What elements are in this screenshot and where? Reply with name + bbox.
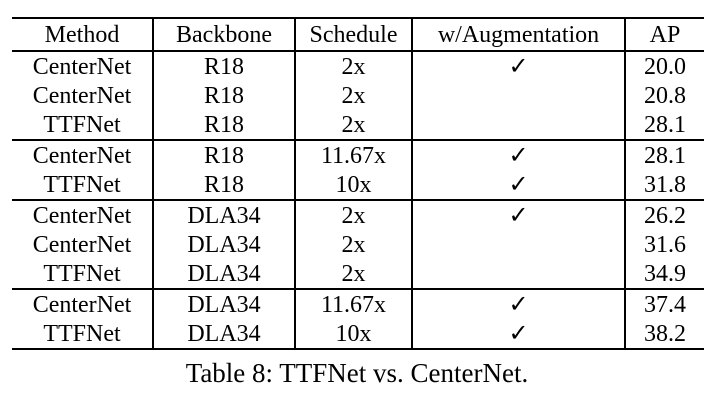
cell-backbone: R18 <box>153 51 296 81</box>
table-row: CenterNet R18 11.67x ✓ 28.1 <box>12 140 704 170</box>
table-row: TTFNet DLA34 2x 34.9 <box>12 259 704 289</box>
table-row: TTFNet R18 2x 28.1 <box>12 110 704 140</box>
cell-method: TTFNet <box>12 259 154 289</box>
column-header-ap: AP <box>649 21 681 48</box>
cell-ap: 31.6 <box>644 231 686 258</box>
cell-ap: 28.1 <box>644 142 686 169</box>
cell-backbone: R18 <box>153 140 296 170</box>
cell-augmentation-checkmark: ✓ <box>412 170 626 200</box>
column-header-augmentation: w/Augmentation <box>412 18 626 51</box>
column-header-schedule: Schedule <box>295 18 413 51</box>
cell-schedule: 10x <box>295 170 413 200</box>
cell-augmentation-checkmark <box>412 259 626 289</box>
cell-schedule: 11.67x <box>295 289 413 319</box>
cell-method: CenterNet <box>12 140 154 170</box>
cell-ap: 38.2 <box>644 320 686 347</box>
cell-method: TTFNet <box>12 110 154 140</box>
column-header-backbone: Backbone <box>153 18 296 51</box>
cell-augmentation-checkmark: ✓ <box>412 289 626 319</box>
table-row: TTFNet DLA34 10x ✓ 38.2 <box>12 319 704 349</box>
cell-ap: 20.8 <box>644 82 686 109</box>
cell-augmentation-checkmark <box>412 81 626 110</box>
cell-schedule: 2x <box>295 230 413 259</box>
cell-backbone: DLA34 <box>153 319 296 349</box>
cell-backbone: DLA34 <box>153 259 296 289</box>
cell-schedule: 2x <box>295 51 413 81</box>
column-header-method: Method <box>12 18 154 51</box>
cell-augmentation-checkmark: ✓ <box>412 200 626 230</box>
cell-schedule: 2x <box>295 200 413 230</box>
cell-augmentation-checkmark: ✓ <box>412 140 626 170</box>
cell-ap: 26.2 <box>644 202 686 229</box>
cell-augmentation-checkmark <box>412 230 626 259</box>
cell-ap: 37.4 <box>644 291 686 318</box>
table-row: CenterNet DLA34 2x 31.6 <box>12 230 704 259</box>
cell-method: CenterNet <box>12 289 154 319</box>
cell-backbone: DLA34 <box>153 289 296 319</box>
cell-backbone: DLA34 <box>153 200 296 230</box>
table-row: CenterNet DLA34 2x ✓ 26.2 <box>12 200 704 230</box>
cell-backbone: R18 <box>153 170 296 200</box>
cell-schedule: 2x <box>295 110 413 140</box>
table-row: TTFNet R18 10x ✓ 31.8 <box>12 170 704 200</box>
table-caption: Table 8: TTFNet vs. CenterNet. <box>185 358 529 388</box>
cell-augmentation-checkmark <box>412 110 626 140</box>
cell-schedule: 2x <box>295 81 413 110</box>
cell-method: TTFNet <box>12 170 154 200</box>
cell-augmentation-checkmark: ✓ <box>412 51 626 81</box>
cell-backbone: R18 <box>153 110 296 140</box>
cell-schedule: 11.67x <box>295 140 413 170</box>
cell-augmentation-checkmark: ✓ <box>412 319 626 349</box>
cell-schedule: 2x <box>295 259 413 289</box>
cell-method: CenterNet <box>12 51 154 81</box>
table-header-row: Method Backbone Schedule w/Augmentation … <box>12 18 704 51</box>
cell-schedule: 10x <box>295 319 413 349</box>
cell-method: CenterNet <box>12 200 154 230</box>
cell-ap: 34.9 <box>644 260 686 287</box>
table-row: CenterNet DLA34 11.67x ✓ 37.4 <box>12 289 704 319</box>
cell-method: CenterNet <box>12 230 154 259</box>
results-table: Method Backbone Schedule w/Augmentation … <box>12 17 704 350</box>
cell-backbone: DLA34 <box>153 230 296 259</box>
cell-ap: 20.0 <box>644 53 686 80</box>
cell-backbone: R18 <box>153 81 296 110</box>
cell-method: CenterNet <box>12 81 154 110</box>
cell-method: TTFNet <box>12 319 154 349</box>
table-row: CenterNet R18 2x 20.8 <box>12 81 704 110</box>
table-row: CenterNet R18 2x ✓ 20.0 <box>12 51 704 81</box>
cell-ap: 31.8 <box>644 171 686 198</box>
cell-ap: 28.1 <box>644 111 686 138</box>
